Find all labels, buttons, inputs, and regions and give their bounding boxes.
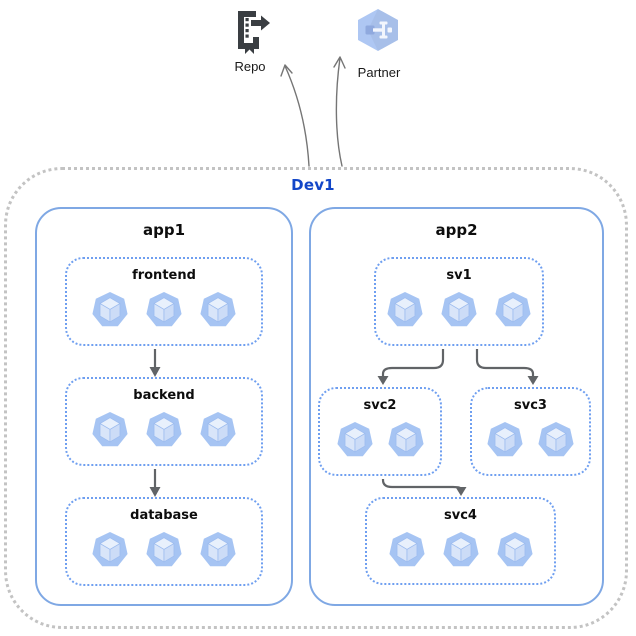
pod-icon [92, 291, 128, 327]
pod-icon [387, 421, 424, 457]
pod-row [472, 420, 589, 460]
group-svc2: svc2 [318, 387, 442, 476]
pod-icon [487, 421, 523, 457]
pod-icon [388, 531, 425, 567]
group-svc4: svc4 [365, 497, 556, 585]
pod-icon [92, 411, 128, 447]
pod-icon [336, 421, 373, 457]
pod-icon [538, 421, 574, 457]
pod-icon [441, 291, 477, 327]
pod-icon [146, 411, 182, 447]
partner-hexagon-icon [358, 9, 398, 51]
pod-icon [442, 531, 479, 567]
pod-icon [146, 291, 182, 327]
pod-row [320, 420, 440, 460]
group-frontend: frontend [65, 257, 263, 346]
pod-icon [92, 531, 128, 567]
group-backend-label: backend [133, 388, 195, 403]
pod-row [67, 410, 261, 450]
group-frontend-label: frontend [132, 268, 196, 283]
dev1-boundary-box [4, 167, 628, 629]
pod-row [376, 290, 542, 330]
group-database: database [65, 497, 263, 586]
app2-title: app2 [435, 221, 478, 239]
pod-icon [496, 531, 533, 567]
group-svc4-label: svc4 [444, 508, 477, 523]
partner-label: Partner [357, 65, 401, 80]
pod-row [67, 530, 261, 570]
group-svc3-label: svc3 [514, 398, 547, 413]
pod-icon [387, 291, 423, 327]
group-svc3: svc3 [470, 387, 591, 476]
group-sv1: sv1 [374, 257, 544, 346]
app1-title: app1 [142, 221, 186, 239]
group-svc2-label: svc2 [363, 398, 397, 413]
pod-row [367, 530, 554, 570]
group-database-label: database [130, 508, 198, 523]
pod-icon [146, 531, 182, 567]
pod-icon [200, 411, 236, 447]
pod-icon [495, 291, 531, 327]
repo-label: Repo [234, 59, 266, 74]
pod-icon [200, 531, 236, 567]
group-backend: backend [65, 377, 263, 466]
pod-row [67, 290, 261, 330]
source-repository-icon [238, 11, 270, 54]
pod-icon [200, 291, 236, 327]
dev1-label: Dev1 [291, 176, 335, 194]
group-sv1-label: sv1 [446, 268, 472, 283]
